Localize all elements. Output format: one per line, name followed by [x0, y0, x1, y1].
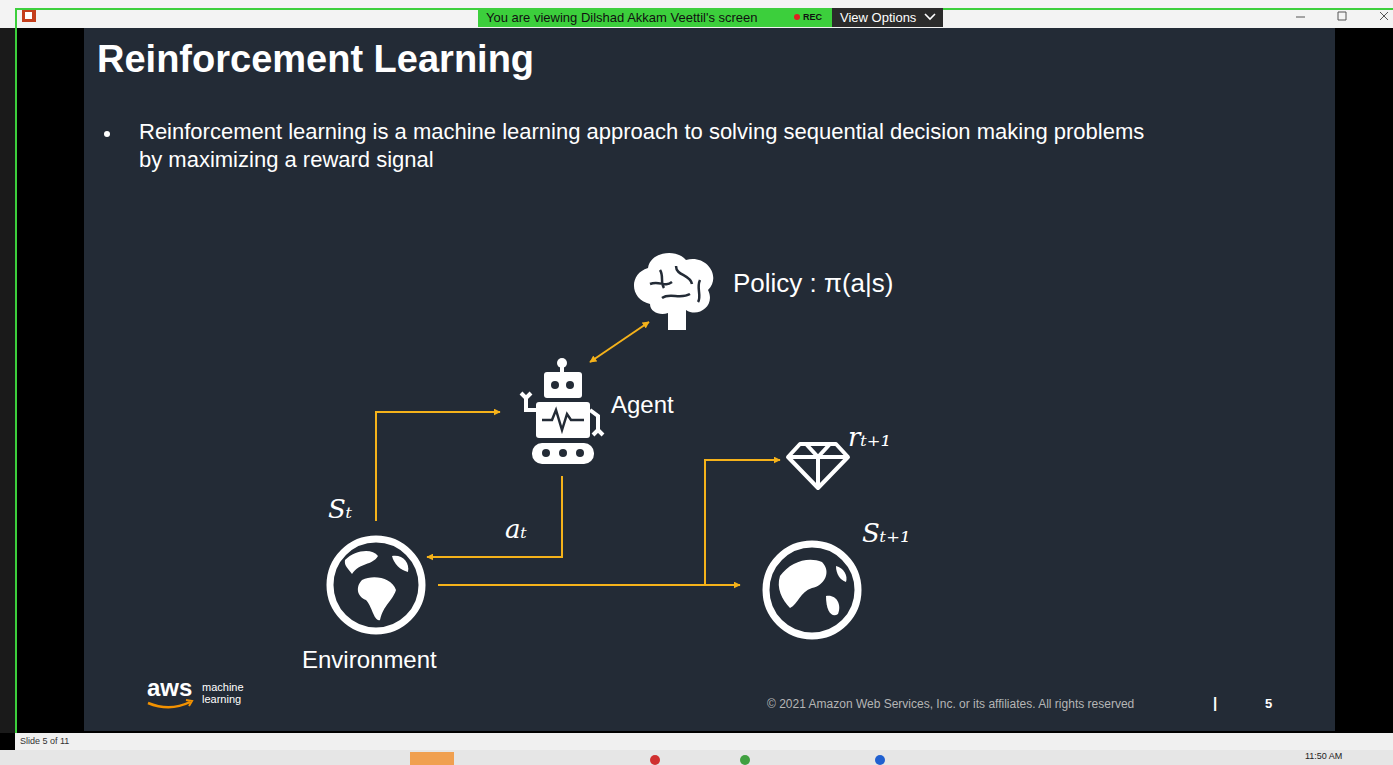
bullet-dot [104, 131, 110, 137]
flow-arrow [590, 322, 649, 362]
status-text: Slide 5 of 11 [20, 736, 69, 746]
edge-label: aₜ [505, 514, 527, 544]
flow-arrow [438, 460, 780, 585]
taskbar-icon [875, 755, 885, 765]
copyright-footer: © 2021 Amazon Web Services, Inc. or its … [767, 697, 1134, 711]
brain-icon [634, 253, 713, 330]
rec-dot [794, 14, 800, 20]
slide-title: Reinforcement Learning [97, 38, 534, 81]
aws-logo: aws [147, 674, 192, 702]
view-options-text: View Options [840, 10, 916, 25]
node-label: Policy : π(a|s) [733, 268, 894, 299]
app-icon-mark [25, 12, 32, 19]
node-label: rₜ₊₁ [848, 422, 891, 452]
reward-icon: rₜ₊₁ [786, 436, 850, 490]
chevron [925, 14, 935, 19]
node-label: Agent [611, 391, 674, 419]
gem-icon [788, 444, 848, 488]
view-options-button [832, 8, 943, 27]
next-state-icon: Sₜ₊₁ [762, 540, 862, 640]
agent-icon: Agent [520, 358, 604, 466]
environment-icon: Environment [326, 535, 426, 635]
share-banner [478, 8, 832, 27]
robot-icon [521, 358, 603, 464]
title-bar [0, 0, 1393, 28]
flow-arrow [376, 412, 500, 521]
aws-smile [148, 702, 190, 707]
taskbar [0, 750, 1393, 765]
status-bar [15, 733, 1393, 750]
slide-ground [84, 28, 1335, 731]
globe-icon [766, 544, 858, 636]
edge-label: Sₜ [328, 494, 352, 524]
bullet-text: Reinforcement learning is a machine lear… [139, 118, 1149, 174]
clock-text: 11:50 AM [1305, 751, 1342, 761]
logo-subtitle: machine learning [202, 681, 254, 705]
node-label: Sₜ₊₁ [862, 518, 910, 548]
slide-number: 5 [1265, 696, 1272, 711]
taskbar-icon [650, 755, 660, 765]
taskbar-icon [740, 755, 750, 765]
window-controls [1296, 12, 1388, 20]
globe-icon [330, 539, 422, 631]
node-label: Environment [302, 646, 437, 674]
share-border [15, 8, 17, 733]
flow-arrow [427, 476, 562, 557]
rec-badge: REC [803, 12, 822, 22]
app-icon [22, 9, 36, 22]
share-banner-text: You are viewing Dilshad Akkam Veettil's … [486, 10, 758, 25]
left-strip [0, 28, 15, 733]
policy-icon: Policy : π(a|s) [633, 256, 715, 332]
taskbar-item [410, 752, 454, 765]
footer-divider: | [1213, 694, 1217, 711]
flow-arrow [438, 584, 740, 586]
